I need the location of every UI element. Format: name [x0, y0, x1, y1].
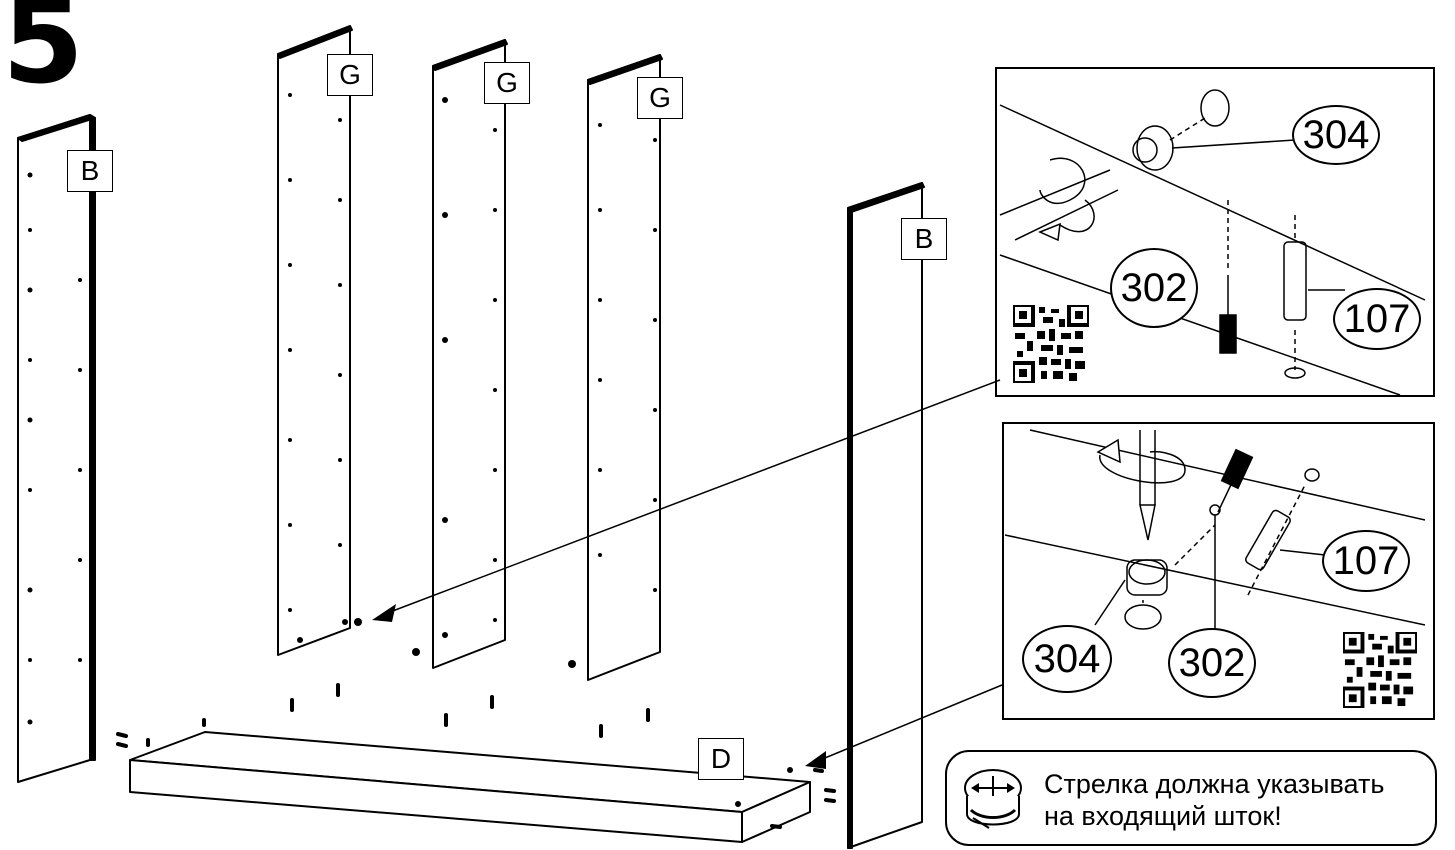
panel-label-divider-3: G [637, 77, 683, 119]
panel-label-bottom: D [698, 738, 744, 780]
panel-label-side-left: B [67, 150, 113, 192]
callout-107-bottom: 107 [1322, 530, 1410, 592]
leader-lines [389, 379, 1003, 761]
bottom-panel [129, 731, 811, 843]
side-panel-right [847, 182, 925, 849]
divider-panel-1 [277, 25, 353, 656]
note-line-2: на входящий шток! [1044, 801, 1282, 831]
callout-107-top: 107 [1333, 288, 1421, 350]
panel-holes [27, 93, 852, 807]
connector-pins [116, 683, 836, 829]
detail-top-drawing [999, 89, 1426, 396]
side-panel-left [17, 114, 96, 783]
qr-code-icon [1013, 305, 1089, 383]
step-number: 5 [2, 0, 84, 110]
note-line-1: Стрелка должна указывать [1044, 769, 1385, 799]
callout-302-top: 302 [1110, 248, 1198, 328]
callout-304-bottom: 304 [1022, 625, 1112, 693]
detail-bottom-drawing [1004, 429, 1426, 640]
cam-lock-arrow-icon [964, 769, 1022, 829]
qr-code-icon [1343, 632, 1417, 708]
detail-inset-bottom [1002, 422, 1435, 720]
warning-note: Стрелка должна указывать на входящий што… [945, 750, 1437, 846]
divider-panel-3 [587, 54, 663, 681]
note-text: Стрелка должна указывать на входящий што… [1044, 768, 1384, 832]
callout-302-bottom: 302 [1168, 628, 1256, 698]
panel-label-divider-1: G [327, 54, 373, 96]
detail-inset-top [995, 67, 1435, 397]
panel-label-side-right: B [901, 218, 947, 260]
leader-arrowheads [372, 604, 826, 769]
callout-304-top: 304 [1292, 105, 1380, 165]
panel-label-divider-2: G [484, 62, 530, 104]
divider-panel-2 [432, 39, 508, 669]
